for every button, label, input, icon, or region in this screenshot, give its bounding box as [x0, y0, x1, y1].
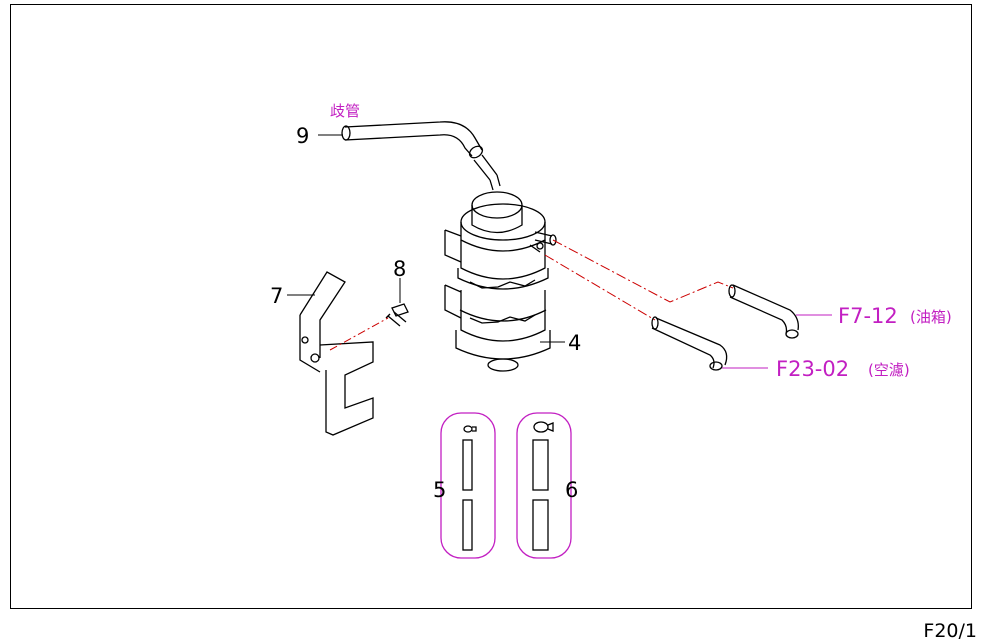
mounting-bracket — [299, 271, 374, 436]
ref-fuel-tank: F7-12 — [838, 304, 898, 328]
manifold-hose — [341, 121, 501, 191]
bolt — [385, 303, 409, 327]
ref-air-filter-note: (空濾) — [868, 361, 910, 379]
part-6-group — [516, 412, 572, 559]
canister — [444, 191, 557, 372]
callout-9-note: 歧管 — [330, 102, 360, 120]
callout-6: 6 — [565, 478, 578, 502]
vent-hoses — [651, 284, 799, 371]
bolt-dash-line — [329, 317, 389, 351]
part-5-group — [440, 412, 496, 559]
ref-fuel-tank-note: (油箱) — [910, 308, 952, 326]
callout-4: 4 — [568, 331, 581, 355]
page-code: F20/1 — [923, 620, 977, 642]
callout-7: 7 — [270, 284, 283, 308]
callout-8: 8 — [393, 257, 406, 281]
ref-air-filter: F23-02 — [776, 357, 849, 381]
callout-9: 9 — [296, 124, 309, 148]
hose-dash-lines — [544, 239, 734, 321]
callout-5: 5 — [433, 478, 446, 502]
diagram-frame — [10, 4, 972, 609]
